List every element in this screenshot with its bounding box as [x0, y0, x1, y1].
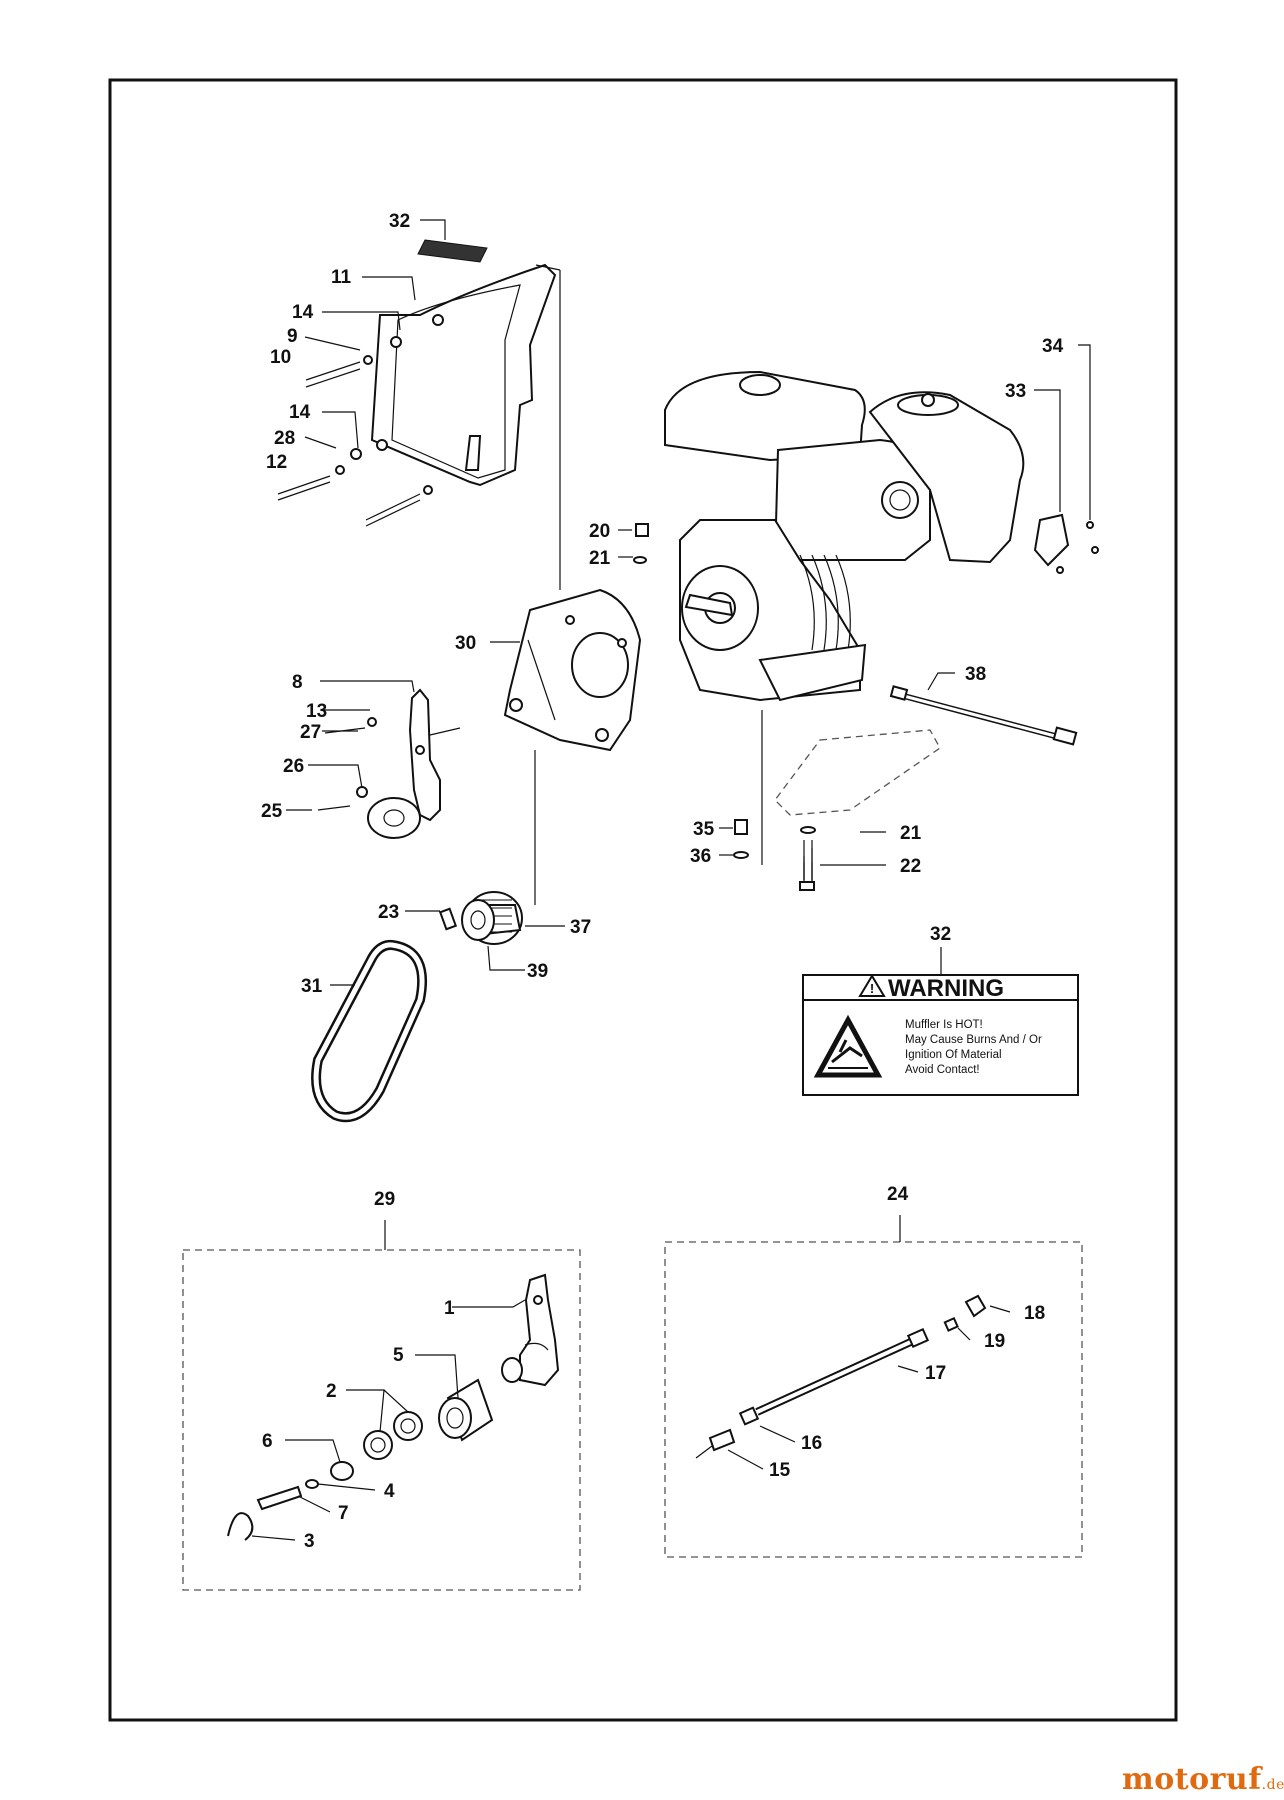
callout-6: 6 [262, 1431, 273, 1452]
callout-34: 34 [1042, 336, 1064, 357]
callout-39: 39 [527, 961, 548, 982]
callout-38: 38 [965, 664, 986, 685]
engine [633, 370, 1099, 702]
callout-25: 25 [261, 801, 283, 822]
callout-37: 37 [570, 917, 591, 938]
callout-36: 36 [690, 846, 711, 867]
leader-lines [286, 219, 1091, 986]
guard-bolts [277, 355, 433, 527]
callout-4: 4 [384, 1481, 395, 1502]
diagram-frame [108, 78, 1178, 1722]
mount-bolts [733, 819, 816, 891]
svg-text:!: ! [870, 981, 874, 996]
callout-12: 12 [266, 452, 287, 473]
callout-13: 13 [306, 701, 327, 722]
callout-2: 2 [326, 1381, 337, 1402]
belt-guard [370, 263, 557, 487]
v-belt [311, 939, 428, 1123]
callout-9: 9 [287, 326, 298, 347]
callout-3: 3 [304, 1531, 315, 1552]
callout-30: 30 [455, 633, 476, 654]
callout-11: 11 [331, 267, 352, 288]
warning-line-4: Avoid Contact! [905, 1064, 980, 1076]
base-outline [774, 729, 941, 816]
callout-24: 24 [887, 1184, 909, 1205]
callout-29: 29 [374, 1189, 395, 1210]
tensioner-arm [317, 688, 461, 839]
callout-5: 5 [393, 1345, 404, 1366]
callout-26: 26 [283, 756, 304, 777]
callout-32-decal: 32 [930, 924, 951, 945]
callout-21-a: 21 [589, 548, 611, 569]
idler-kit-inset [182, 1220, 581, 1591]
callout-20: 20 [589, 521, 610, 542]
callout-14-a: 14 [292, 302, 314, 323]
callout-15: 15 [769, 1460, 791, 1481]
warning-line-1: Muffler Is HOT! [905, 1019, 983, 1031]
callout-32-top: 32 [389, 211, 410, 232]
callout-31: 31 [301, 976, 323, 997]
callout-33: 33 [1005, 381, 1026, 402]
cable-kit-inset [664, 1215, 1083, 1558]
callout-1: 1 [444, 1298, 455, 1319]
callout-17: 17 [925, 1363, 946, 1384]
watermark-tld: .de [1261, 1777, 1284, 1793]
callout-14-b: 14 [289, 402, 311, 423]
mounting-plate [503, 588, 642, 752]
warning-line-3: Ignition Of Material [905, 1049, 1002, 1061]
callout-22: 22 [900, 856, 921, 877]
callout-16: 16 [801, 1433, 822, 1454]
warning-line-2: May Cause Burns And / Or [905, 1034, 1042, 1046]
callout-27: 27 [300, 722, 321, 743]
callout-19: 19 [984, 1331, 1005, 1352]
warning-decal: ! WARNING Muffler Is HOT! May Cause Burn… [802, 974, 1079, 1096]
warning-heading: WARNING [888, 975, 1004, 1002]
small-decal [417, 239, 488, 263]
watermark-logo: motoruf.de [1122, 1762, 1284, 1797]
callout-21-b: 21 [900, 823, 922, 844]
throttle-cable [889, 685, 1078, 746]
callout-35: 35 [693, 819, 715, 840]
callout-28: 28 [274, 428, 295, 449]
callout-7: 7 [338, 1503, 349, 1524]
callout-23: 23 [378, 902, 399, 923]
engine-pulley [438, 891, 523, 945]
watermark-name: motoruf [1122, 1762, 1262, 1797]
callout-18: 18 [1024, 1303, 1045, 1324]
callout-10: 10 [270, 347, 291, 368]
callout-labels: 32 11 14 9 10 14 28 12 34 33 20 21 30 8 … [261, 211, 1064, 1552]
callout-8: 8 [292, 672, 303, 693]
